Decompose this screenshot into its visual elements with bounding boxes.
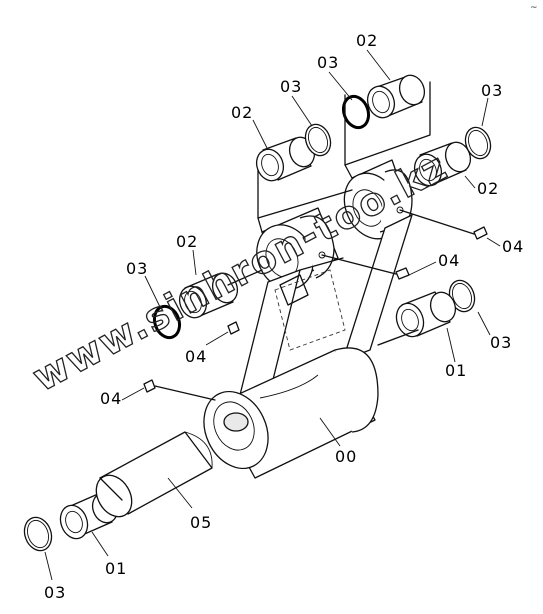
seal-ring-03-lowright [448, 279, 476, 313]
callout-02-mid: 02 [176, 232, 198, 251]
callout-01-right: 01 [445, 361, 467, 380]
bushing-01-right [395, 291, 457, 338]
callout-labels: 02 03 03 02 03 02 04 04 02 03 04 03 01 0… [44, 31, 524, 602]
callout-02-right: 02 [477, 179, 499, 198]
callout-04-right: 04 [502, 237, 524, 256]
callout-02-top: 02 [356, 31, 378, 50]
callout-02-left: 02 [231, 103, 253, 122]
pin-05 [95, 431, 213, 518]
callout-03-topmid: 03 [280, 77, 302, 96]
callout-01-bottom: 01 [105, 559, 127, 578]
bushing-02-mid [178, 272, 239, 319]
seal-ring-03-bottom [23, 516, 53, 552]
callout-00: 00 [335, 447, 357, 466]
seal-ring-03-right [464, 126, 492, 160]
callout-03-right: 03 [481, 81, 503, 100]
grease-nipple-04-right [399, 209, 488, 240]
grease-nipple-04-left [227, 321, 240, 335]
seal-ring-03-mid [152, 304, 182, 340]
callout-05: 05 [190, 513, 212, 532]
seal-ring-03-topmid [304, 123, 332, 157]
callout-03-mid: 03 [126, 259, 148, 278]
callout-04-left: 04 [185, 347, 207, 366]
bushing-02-top [366, 74, 426, 119]
arm-body [203, 159, 413, 479]
callout-03-top: 03 [317, 53, 339, 72]
grease-nipple-04-center [321, 254, 410, 280]
bushing-02-right [413, 141, 472, 187]
callout-03-lowright: 03 [490, 333, 512, 352]
callout-03-bottom: 03 [44, 583, 66, 602]
callout-04-bottom: 04 [100, 389, 122, 408]
assembly-lines [99, 81, 431, 501]
callout-04-center: 04 [438, 251, 460, 270]
grease-nipple-04-bottom [143, 379, 216, 401]
corner-mark: ~ [530, 3, 538, 13]
leader-lines [44, 49, 501, 581]
